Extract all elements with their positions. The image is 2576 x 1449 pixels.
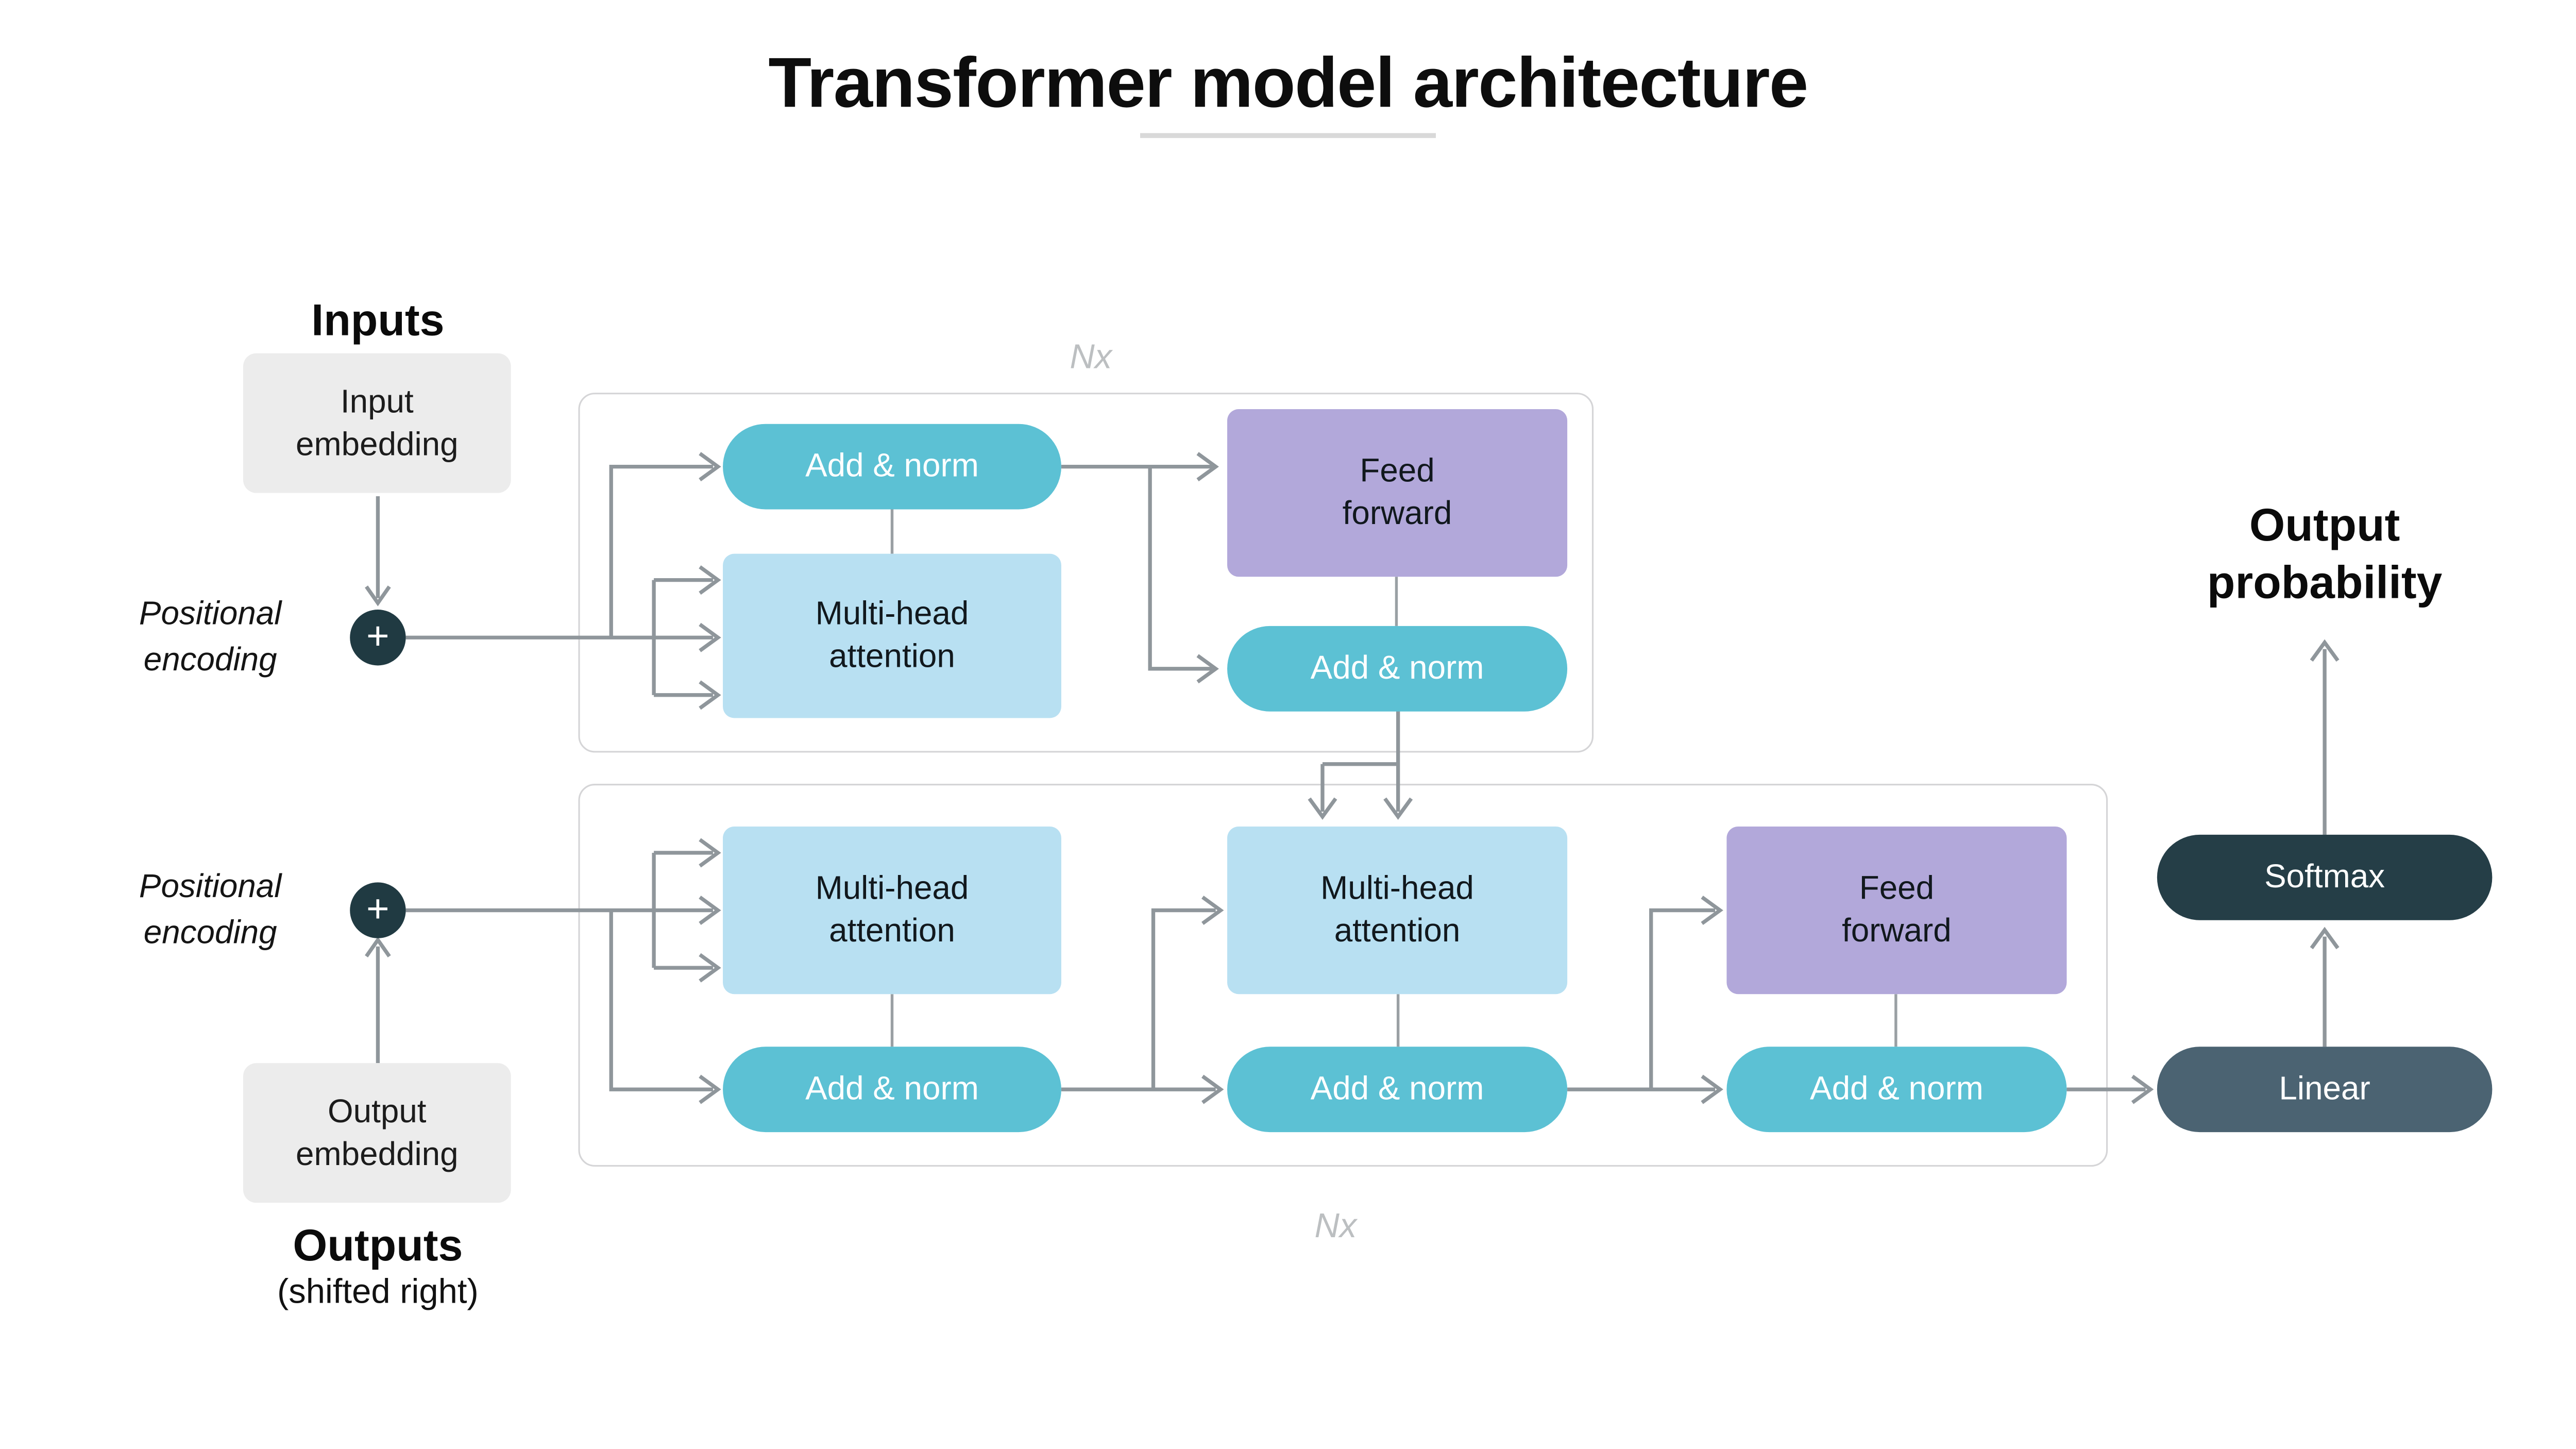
arrow-enc-addnorm-to-ff (1061, 464, 1213, 671)
arrow-dec-addnorm1-forward (1061, 908, 1216, 1091)
title-underline (1140, 133, 1436, 138)
encoder-nx-label: Nx (1070, 338, 1112, 377)
encoder-frame (578, 393, 1594, 753)
outputs-label: Outputs (293, 1221, 463, 1270)
softmax-label: Softmax (2264, 858, 2385, 895)
encoder-mha-label: Multi-head attention (815, 596, 969, 676)
decoder-add-norm-2: Add & norm (1227, 1047, 1568, 1133)
arrow-dec-addnorm2-forward (1567, 908, 1716, 1091)
decoder-add-norm-1-label: Add & norm (805, 1070, 979, 1107)
encoder-feed-forward: Feed forward (1227, 409, 1568, 577)
decoder-ff-label: Feed forward (1842, 871, 1952, 950)
arrow-dec-qkv-branch (652, 851, 713, 970)
plus-encoder-node: + (350, 610, 406, 666)
linear-node: Linear (2157, 1047, 2493, 1133)
decoder-frame (578, 784, 2108, 1167)
encoder-add-norm-2: Add & norm (1227, 626, 1568, 712)
linear-label: Linear (2279, 1070, 2370, 1107)
decoder-mha1-label: Multi-head attention (815, 871, 969, 950)
encoder-add-norm-1-label: Add & norm (805, 447, 979, 484)
positional-encoding-decoder-label: Positional encoding (139, 869, 282, 952)
plus-encoder-glyph: + (366, 614, 389, 659)
page-title: Transformer model architecture (768, 44, 1808, 124)
decoder-feed-forward: Feed forward (1726, 826, 2067, 995)
plus-decoder-glyph: + (366, 887, 389, 932)
encoder-add-norm-2-label: Add & norm (1310, 650, 1484, 686)
output-probability-label: Output probability (2207, 499, 2443, 608)
positional-encoding-encoder-label: Positional encoding (139, 596, 282, 679)
decoder-add-norm-3-label: Add & norm (1810, 1070, 1984, 1107)
decoder-add-norm-3: Add & norm (1726, 1047, 2067, 1133)
outputs-shifted-note: (shifted right) (277, 1273, 479, 1311)
softmax-node: Softmax (2157, 834, 2493, 920)
arrow-dec-residual-to-addnorm (609, 910, 713, 1091)
output-embedding-node: Output embedding (243, 1063, 511, 1203)
encoder-multi-head-attention: Multi-head attention (723, 553, 1061, 718)
decoder-add-norm-1: Add & norm (723, 1047, 1061, 1133)
input-embedding-node: Input embedding (243, 353, 511, 493)
decoder-cross-multi-head-attention: Multi-head attention (1227, 826, 1568, 995)
encoder-ff-label: Feed forward (1342, 453, 1452, 533)
decoder-mha2-label: Multi-head attention (1320, 871, 1474, 950)
arrow-enc-qkv-branch (652, 578, 713, 697)
decoder-masked-multi-head-attention: Multi-head attention (723, 826, 1061, 995)
output-embedding-label: Output embedding (296, 1093, 459, 1173)
arrow-enc-residual-to-addnorm (609, 464, 713, 638)
decoder-add-norm-2-label: Add & norm (1310, 1070, 1484, 1107)
inputs-label: Inputs (311, 295, 445, 345)
decoder-nx-label: Nx (1314, 1207, 1357, 1246)
input-embedding-label: Input embedding (296, 383, 459, 463)
arrow-enc-to-dec-cross (1320, 708, 1400, 812)
encoder-add-norm-1: Add & norm (723, 424, 1061, 510)
plus-decoder-node: + (350, 882, 406, 938)
